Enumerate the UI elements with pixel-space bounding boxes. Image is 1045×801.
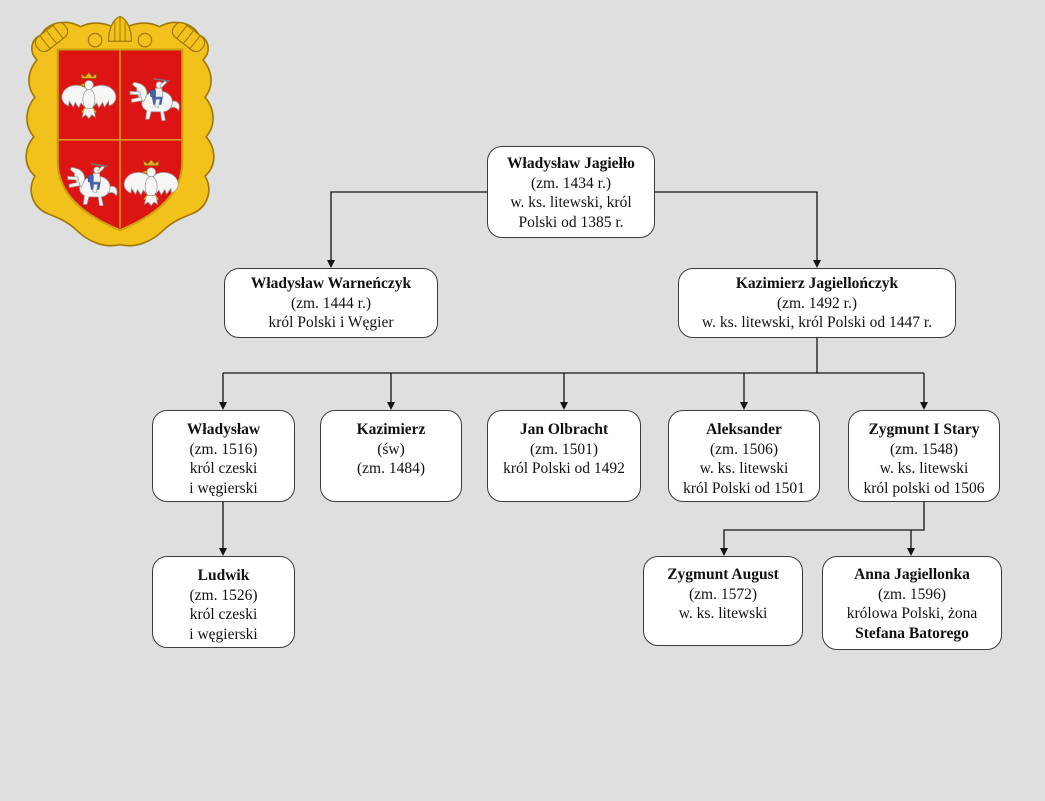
person-name: Władysław Jagiełło — [507, 155, 635, 172]
tree-node-kazimierz-swiety: Kazimierz (św) (zm. 1484) — [320, 410, 462, 502]
person-detail: (zm. 1492 r.) — [776, 294, 858, 312]
person-detail: królowa Polski, żona — [846, 605, 978, 622]
person-name: Ludwik — [197, 567, 250, 584]
person-detail: król Polski od 1492 — [503, 460, 625, 477]
person-detail: w. ks. litewski — [678, 605, 768, 622]
tree-node-kazimierz-jagiellonczyk: Kazimierz Jagiellończyk (zm. 1492 r.) w.… — [678, 268, 956, 338]
person-name: Kazimierz Jagiellończyk — [735, 275, 899, 292]
tree-node-anna-jagiellonka: Anna Jagiellonka (zm. 1596) królowa Pols… — [822, 556, 1002, 650]
tree-node-aleksander: Aleksander (zm. 1506) w. ks. litewski kr… — [668, 410, 820, 502]
person-detail: (zm. 1434 r.) — [530, 174, 612, 192]
coat-of-arms-graphic — [25, 15, 215, 247]
tree-node-wladyslaw-warnenczyk: Władysław Warneńczyk (zm. 1444 r.) król … — [224, 268, 438, 338]
tree-node-wladyslaw-jagiello: Władysław Jagiełło (zm. 1434 r.) w. ks. … — [487, 146, 655, 238]
person-detail: w. ks. litewski — [879, 460, 969, 477]
person-detail: i węgierski — [189, 479, 258, 497]
person-detail: król Polski i Węgier — [268, 314, 394, 331]
person-name: Zygmunt August — [667, 566, 779, 583]
person-detail: (zm. 1548) — [889, 440, 958, 458]
person-name: Kazimierz — [356, 421, 426, 438]
person-detail: w. ks. litewski — [699, 460, 789, 477]
coat-of-arms — [15, 8, 225, 255]
person-detail: król czeski — [189, 606, 258, 623]
person-detail: (zm. 1506) — [709, 440, 778, 458]
tree-node-ludwik: Ludwik (zm. 1526) król czeski i węgiersk… — [152, 556, 295, 648]
person-name: Anna Jagiellonka — [854, 566, 970, 583]
person-detail: (zm. 1444 r.) — [290, 294, 372, 312]
person-detail: (zm. 1484) — [356, 460, 425, 477]
person-detail: (zm. 1501) — [529, 440, 598, 458]
person-detail: i węgierski — [189, 625, 258, 643]
person-detail: (zm. 1596) — [877, 585, 946, 603]
tree-node-wladyslaw: Władysław (zm. 1516) król czeski i węgie… — [152, 410, 295, 502]
person-detail: (zm. 1572) — [688, 585, 757, 603]
person-name: Władysław — [186, 421, 261, 438]
person-detail: Stefana Batorego — [855, 624, 969, 642]
person-name: Aleksander — [706, 421, 782, 438]
person-name: Władysław Warneńczyk — [250, 275, 412, 292]
tree-node-zygmunt-i-stary: Zygmunt I Stary (zm. 1548) w. ks. litews… — [848, 410, 1000, 502]
person-detail: król czeski — [189, 460, 258, 477]
person-detail: król polski od 1506 — [863, 479, 985, 497]
tree-node-zygmunt-august: Zygmunt August (zm. 1572) w. ks. litewsk… — [643, 556, 803, 646]
person-detail: w. ks. litewski, król Polski od 1447 r. — [701, 314, 933, 331]
tree-node-jan-olbracht: Jan Olbracht (zm. 1501) król Polski od 1… — [487, 410, 641, 502]
person-name: Zygmunt I Stary — [868, 421, 980, 438]
person-detail: Polski od 1385 r. — [518, 213, 624, 231]
person-detail: król Polski od 1501 — [683, 479, 805, 497]
person-detail: (zm. 1526) — [189, 586, 258, 604]
person-detail: w. ks. litewski, król — [510, 194, 632, 211]
person-name: Jan Olbracht — [519, 421, 609, 438]
person-detail: (zm. 1516) — [189, 440, 258, 458]
person-detail: (św) — [377, 440, 405, 458]
